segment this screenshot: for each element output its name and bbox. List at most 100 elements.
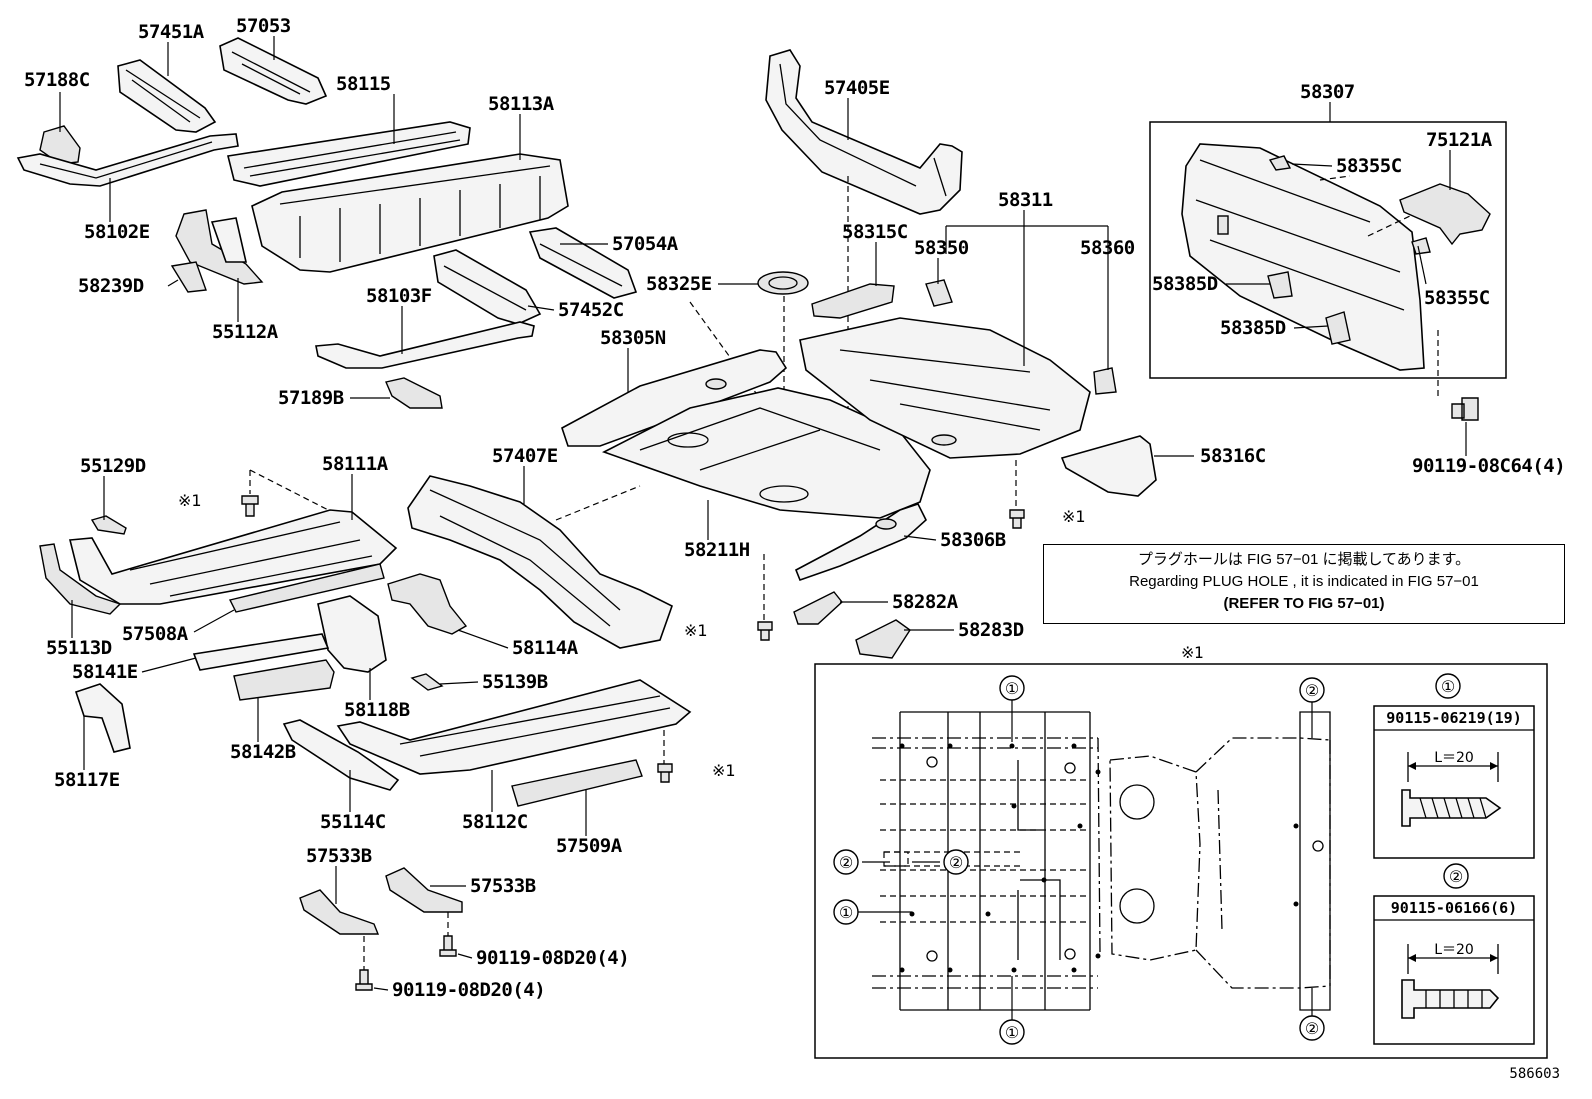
part-label-57054a: 57054A (612, 233, 679, 255)
part-75121A-shape (1399, 183, 1491, 246)
part-label-57509a: 57509A (556, 835, 623, 857)
part-label-58115: 58115 (336, 73, 391, 95)
length-label: L＝20 (1434, 750, 1474, 766)
part-58283D-shape (855, 619, 911, 659)
part-58316C-shape (1060, 435, 1157, 497)
part-55113D-shape (39, 543, 122, 615)
part-57533B-shape (385, 867, 463, 913)
leader-dash (363, 912, 449, 970)
kome-mark: ※1 (1062, 507, 1086, 526)
part-58311-shape (799, 317, 1091, 459)
leader-line (457, 629, 509, 649)
part-label-57451a: 57451A (138, 21, 205, 43)
leader-dash (555, 485, 641, 521)
bolt2-number: 90115-06166(6) (1391, 899, 1517, 917)
kome-mark: ※1 (684, 621, 708, 640)
bolt-detail-2: ② 90115-06166(6) L＝20 (1373, 863, 1535, 1045)
part-58211H-shape (601, 387, 931, 519)
part-57533B-shape (299, 889, 380, 935)
note-line-jp: プラグホールは FIG 57−01 に掲載してあります。 (1137, 551, 1471, 568)
part-label-58112c: 58112C (462, 811, 528, 833)
leader-line (903, 535, 937, 541)
plug-hole-note: プラグホールは FIG 57−01 に掲載してあります。 Regarding P… (1043, 544, 1565, 624)
callout-2: ② (1449, 867, 1463, 886)
part-55112A-shape (175, 209, 264, 285)
part-label-57533b: 57533B (306, 845, 372, 867)
part-58307-shape (1181, 143, 1425, 371)
callout-1: ① (1005, 1023, 1019, 1042)
part-label-57508a: 57508A (122, 623, 189, 645)
leader-dash (1319, 175, 1439, 396)
part-label-9011908d204: 90119-08D20(4) (392, 979, 545, 1001)
part-58102E-shape (16, 133, 239, 187)
part-57188C-shape (39, 125, 81, 165)
part-57508A-shape (228, 563, 385, 613)
part-label-58283d: 58283D (958, 619, 1024, 641)
callout-1: ① (1441, 677, 1455, 696)
inset-floor-diagram (858, 700, 1331, 1020)
inset-box (814, 663, 1548, 1059)
part-58385D-shape (1267, 271, 1351, 345)
part-label-58113a: 58113A (488, 93, 555, 115)
part-label-58325e: 58325E (646, 273, 712, 295)
part-label-58306b: 58306B (940, 529, 1006, 551)
part-label-57189b: 57189B (278, 387, 344, 409)
part-label-58239d: 58239D (78, 275, 144, 297)
part-58360-shape (1093, 367, 1117, 395)
part-58355C-shape (1268, 155, 1431, 255)
part-58307-group-box (1149, 121, 1507, 379)
part-57189B-shape (385, 377, 443, 409)
part-57054A-shape (528, 227, 638, 299)
part-58350-shape (925, 279, 953, 307)
part-label-58117e: 58117E (54, 769, 120, 791)
screw-icon (241, 495, 1025, 783)
part-58103F-shape (315, 321, 535, 369)
inset-title: ※1 (1181, 643, 1203, 662)
part-label-58103f: 58103F (366, 285, 432, 307)
part-58115-shape (227, 121, 471, 187)
part-55129D-shape (90, 515, 127, 535)
part-57407E-shape (407, 475, 673, 649)
part-57451A-shape (117, 59, 217, 133)
part-label-55129d: 55129D (80, 455, 146, 477)
part-label-58360: 58360 (1080, 237, 1135, 259)
note-line-ref: (REFER TO FIG 57−01) (1223, 595, 1385, 612)
part-58117E-shape (74, 683, 131, 753)
part-58113A-shape (251, 153, 569, 273)
leader-line (1417, 245, 1427, 285)
leader-line (1291, 163, 1333, 167)
kome-mark: ※1 (178, 491, 202, 510)
callout-2: ② (1305, 1019, 1319, 1038)
note-line-en: Regarding PLUG HOLE , it is indicated in… (1129, 573, 1479, 590)
part-label-58114a: 58114A (512, 637, 579, 659)
part-label-58350: 58350 (914, 237, 969, 259)
leader-line (167, 279, 179, 287)
part-58112C-shape (336, 679, 692, 775)
part-label-58305n: 58305N (600, 327, 666, 349)
part-label-57452c: 57452C (558, 299, 624, 321)
part-label-57053: 57053 (236, 15, 291, 37)
part-label-58311: 58311 (998, 189, 1053, 211)
figure-number: 586603 (1509, 1066, 1560, 1082)
part-label-58316c: 58316C (1200, 445, 1266, 467)
inset-callouts: ① ② ② ② ① ① ② (833, 675, 1325, 1045)
part-label-58385d: 58385D (1220, 317, 1286, 339)
part-58141E-shape (192, 633, 330, 671)
bolt-icon (1451, 397, 1479, 421)
bolt1-number: 90115-06219(19) (1386, 709, 1521, 727)
part-label-57407e: 57407E (492, 445, 558, 467)
part-label-57405e: 57405E (824, 77, 890, 99)
callout-2: ② (839, 853, 853, 872)
part-label-58355c: 58355C (1336, 155, 1402, 177)
part-58111A-shape (68, 509, 398, 605)
part-label-55114c: 55114C (320, 811, 386, 833)
leader-line (193, 609, 235, 633)
callout-1: ① (839, 903, 853, 922)
bolt-detail-1: ① 90115-06219(19) L＝20 (1373, 673, 1535, 859)
part-label-55112a: 55112A (212, 321, 279, 343)
part-58118B-shape (317, 595, 387, 673)
part-label-58282a: 58282A (892, 591, 959, 613)
part-58305N-shape (561, 349, 788, 447)
part-label-58141e: 58141E (72, 661, 138, 683)
